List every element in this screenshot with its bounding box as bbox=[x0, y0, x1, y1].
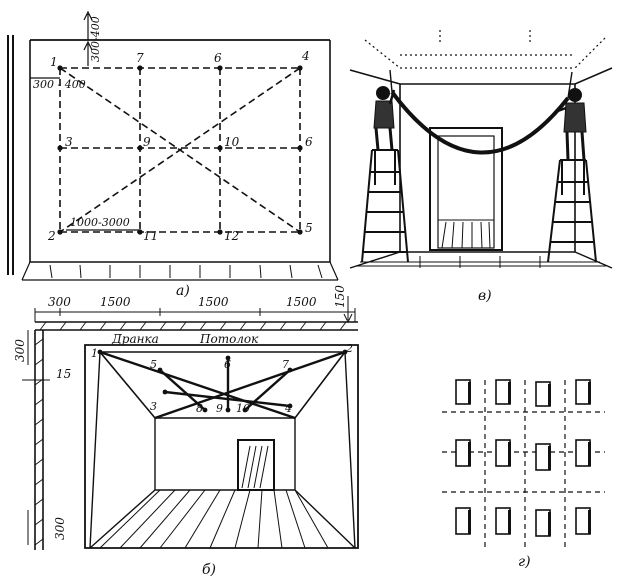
wall-frame bbox=[29, 40, 331, 263]
ceiling-edge bbox=[349, 67, 613, 85]
point-label-11: 11 bbox=[143, 229, 158, 243]
point-label-6-top: 6 bbox=[214, 51, 222, 65]
point-label-10: 10 bbox=[224, 135, 240, 149]
dim-1500-b: 1500 bbox=[198, 295, 229, 309]
panel-a-dimension-lines bbox=[30, 10, 140, 231]
beacon-block-shadows bbox=[468, 382, 591, 536]
floor-boards bbox=[99, 489, 329, 549]
dim-1500-a: 1500 bbox=[100, 295, 131, 309]
dim-300-top: 300 bbox=[48, 295, 71, 309]
left-wall-band bbox=[34, 330, 44, 550]
point-label-6-right: 6 bbox=[305, 135, 313, 149]
beacon-grid bbox=[59, 67, 301, 233]
floor-edges bbox=[349, 251, 613, 269]
ceiling-dotted-lines bbox=[364, 30, 606, 69]
panel-b-caption: б) bbox=[202, 562, 216, 578]
doorway bbox=[429, 127, 503, 251]
top-dimension-line bbox=[34, 308, 356, 322]
point-label-5: 5 bbox=[305, 221, 313, 235]
ceiling-band bbox=[35, 321, 358, 331]
marking-cord bbox=[390, 90, 570, 155]
panel-b: 300 1500 1500 1500 150 300 15 300 Дранка… bbox=[13, 285, 359, 578]
panel-v: в) bbox=[349, 30, 613, 304]
floor-hatch-v bbox=[356, 256, 606, 268]
point-label-4: 4 bbox=[301, 49, 310, 63]
panel-v-caption: в) bbox=[478, 288, 492, 304]
point-label-9: 9 bbox=[143, 135, 151, 149]
dim-300-left: 300 bbox=[13, 339, 27, 362]
point-label-7: 7 bbox=[136, 51, 144, 65]
b-point-1: 1 bbox=[91, 347, 98, 360]
b-point-7: 7 bbox=[282, 358, 289, 371]
ceiling-cords bbox=[99, 350, 346, 420]
point-label-12: 12 bbox=[224, 229, 239, 243]
b-point-2: 2 bbox=[345, 342, 353, 355]
panel-g: г) bbox=[442, 379, 605, 570]
panel-a: 300-400 300 - 400 1000-3000 1 2 3 4 5 6 … bbox=[7, 10, 339, 299]
dim-300-bottom: 300 bbox=[53, 517, 67, 540]
ceiling-hatch bbox=[39, 321, 347, 331]
b-point-10: 10 bbox=[236, 402, 250, 415]
dim-top-300-400: 300-400 bbox=[89, 16, 102, 62]
floor-hatch bbox=[49, 264, 323, 279]
beacon-nodes bbox=[57, 65, 303, 235]
beacon-blocks bbox=[455, 379, 591, 537]
b-point-6: 6 bbox=[224, 358, 231, 371]
ladder-left bbox=[361, 149, 409, 263]
ceiling-points bbox=[97, 349, 348, 413]
dim-bottom-1000-3000: 1000-3000 bbox=[70, 216, 130, 229]
b-point-8: 8 bbox=[196, 402, 203, 415]
point-label-2: 2 bbox=[47, 229, 56, 243]
panel-a-caption: а) bbox=[176, 283, 190, 299]
back-wall-corners bbox=[399, 84, 576, 252]
floor-line bbox=[21, 261, 339, 281]
b-point-5: 5 bbox=[150, 358, 157, 371]
label-lath: Дранка bbox=[111, 332, 159, 346]
dim-15: 15 bbox=[56, 367, 71, 381]
worker-right bbox=[554, 88, 587, 161]
ladder-right bbox=[547, 159, 597, 263]
left-wall-edge bbox=[7, 35, 14, 275]
point-label-1: 1 bbox=[50, 55, 58, 69]
dim-left-300-400: 300 - 400 bbox=[33, 78, 86, 91]
back-door bbox=[237, 439, 275, 491]
left-wall-hatch bbox=[34, 338, 44, 546]
b-point-3: 3 bbox=[150, 400, 157, 413]
point-label-3: 3 bbox=[65, 135, 73, 149]
left-dimension-lines bbox=[22, 330, 50, 545]
b-point-9: 9 bbox=[216, 402, 223, 415]
room-frame bbox=[84, 344, 359, 549]
room-perspective-edges bbox=[89, 351, 356, 549]
dim-150-arrow bbox=[343, 296, 353, 324]
dim-150: 150 bbox=[333, 285, 347, 308]
worker-left bbox=[373, 86, 396, 151]
panel-g-caption: г) bbox=[518, 554, 531, 570]
label-ceiling: Потолок bbox=[199, 332, 259, 346]
dim-1500-c: 1500 bbox=[286, 295, 317, 309]
b-point-4: 4 bbox=[284, 402, 292, 415]
